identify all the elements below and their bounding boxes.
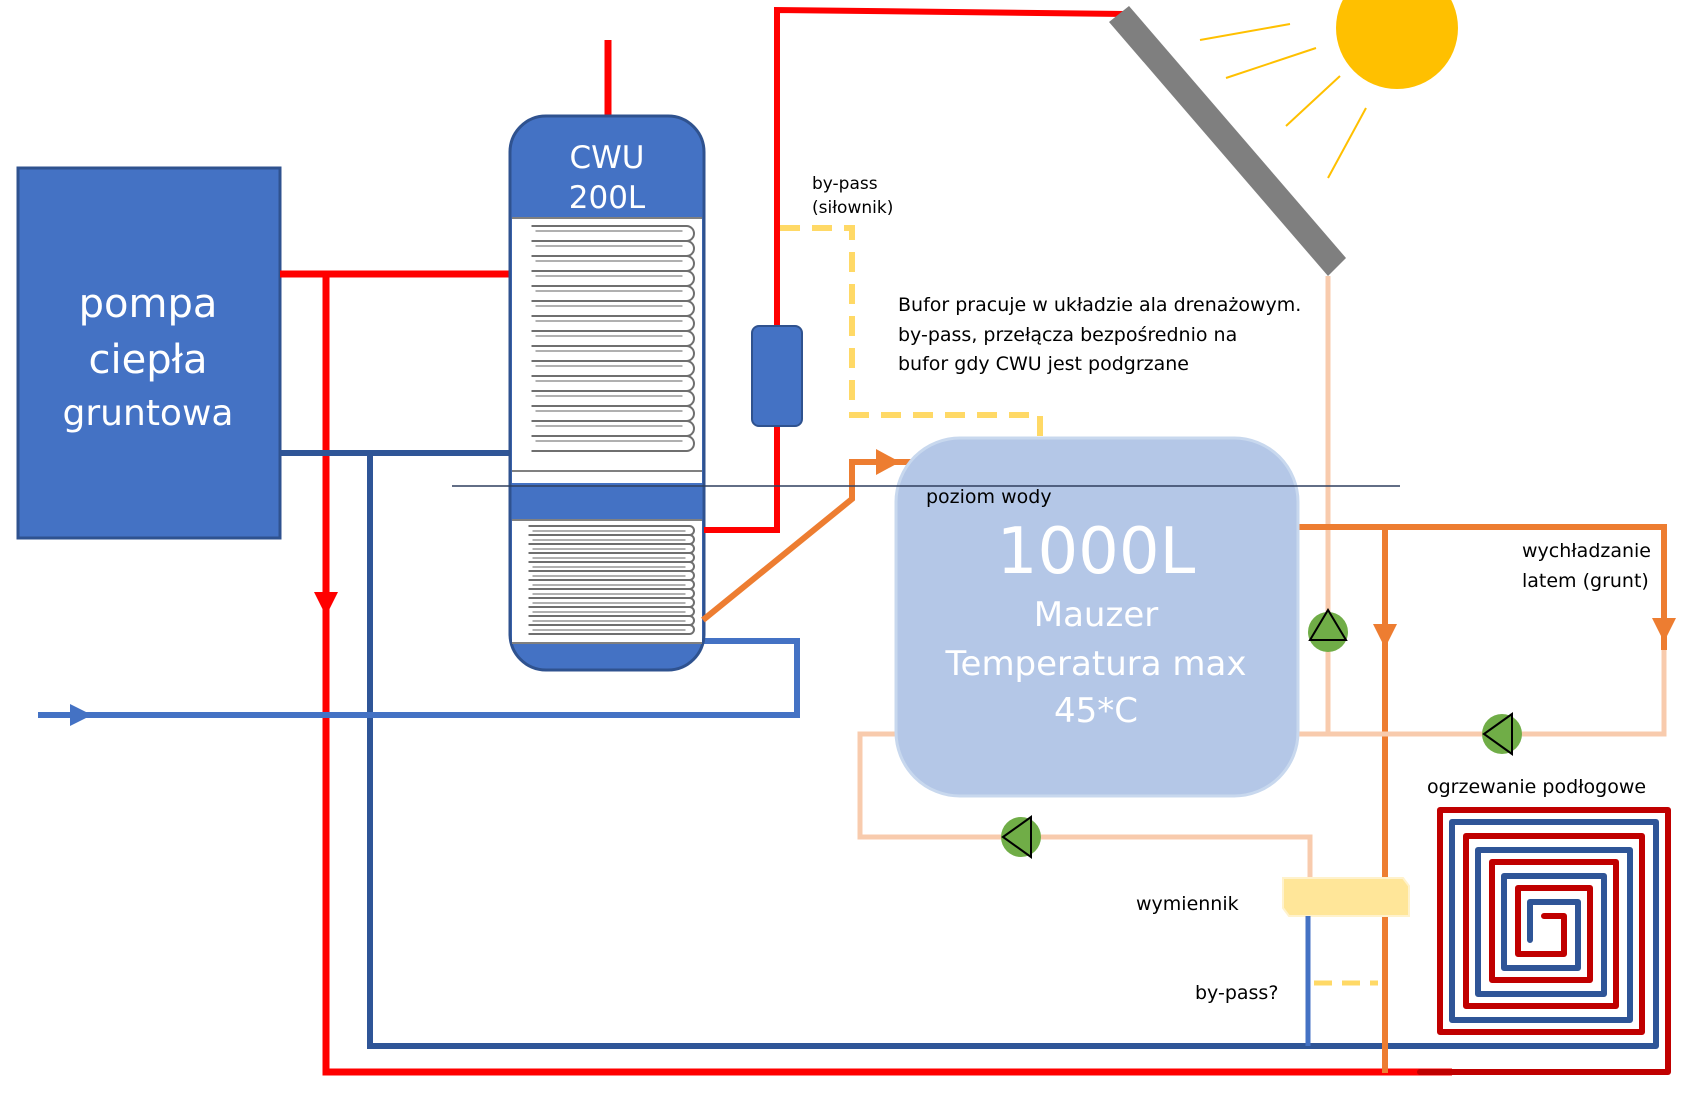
buffer-temp-label-1: Temperatura max [945,644,1247,684]
heat-pump-label-3: gruntowa [63,393,234,434]
note-line-3: bufor gdy CWU jest podgrzane [898,353,1189,375]
supply-flow-arrow [314,592,338,616]
exchanger-circulation-pump [1001,815,1041,859]
outlet-arrow-floor [1373,624,1397,648]
buffer-return-pipe [857,650,1667,890]
dhw-upper-coil [531,225,695,452]
sun [1199,0,1458,179]
cooling-circulation-pump [1482,712,1522,756]
buffer-outlet-pipe [1295,524,1667,1073]
floor-heating-label: ogrzewanie podłogowe [1427,776,1646,798]
dhw-tank-label-2: 200L [569,180,646,216]
floor-heating-coil [1417,807,1671,1075]
water-level-label: poziom wody [926,486,1052,508]
dhw-lower-coil [528,525,695,635]
dhw-tank: CWU 200L [508,114,706,672]
solar-circulation-pump [1308,608,1348,652]
bypass-actuator [751,325,803,427]
bypass-actuator-label-2: (siłownik) [812,198,893,218]
bypass-actuator-label-1: by-pass [812,174,878,194]
note-line-1: Bufor pracuje w układzie ala drenażowym. [898,294,1301,316]
exchanger-label: wymiennik [1136,893,1239,915]
cold-water-inlet-pipe [38,638,800,718]
bypass-question-label: by-pass? [1195,982,1278,1004]
coil-turn [531,435,695,452]
dhw-tank-label-1: CWU [570,140,645,176]
buffer-tank: 1000L Mauzer Temperatura max 45*C [894,436,1300,798]
cooling-label-1: wychładzanie [1522,540,1651,562]
charge-flow-arrow [876,449,900,475]
heat-pump-label-2: ciepła [89,337,208,383]
heat-exchanger [1282,877,1410,917]
outlet-arrow-cooling [1652,618,1676,642]
bypass-dashed-line [780,225,1043,475]
buffer-charge-pipe [701,459,950,623]
heat-pump-label-1: pompa [79,281,218,327]
cold-inlet-arrow [70,704,92,726]
coil-turn [528,624,695,635]
buffer-temp-label-2: 45*C [1054,691,1138,731]
heat-pump-return-pipe [280,450,1450,1049]
heat-pump-box: pompa ciepła gruntowa [16,166,282,540]
solar-collector [1109,6,1346,276]
solar-supply-pipe [704,6,1126,533]
buffer-volume-label: 1000L [997,515,1196,589]
cooling-label-2: latem (grunt) [1522,570,1649,592]
heat-pump-supply-pipe [280,40,1452,1076]
buffer-name-label: Mauzer [1034,595,1158,635]
note-line-2: by-pass, przełącza bezpośrednio na [898,324,1237,346]
